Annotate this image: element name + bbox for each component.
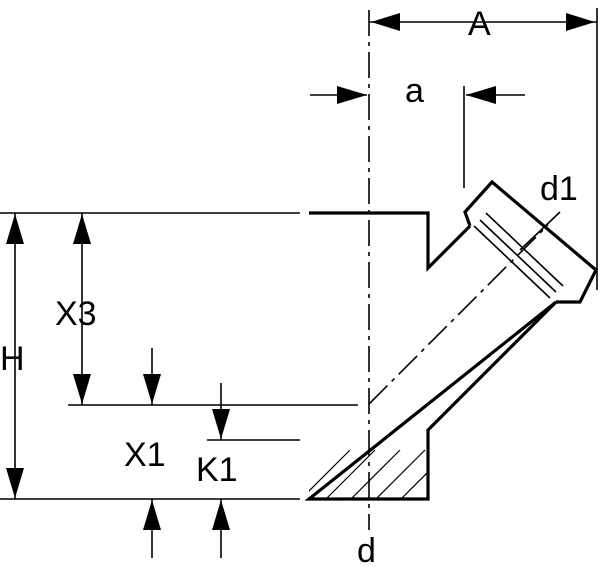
label-d: d [357,532,376,570]
dimension-A [369,13,597,31]
dimension-X1 [143,348,161,558]
dimension-K1 [212,383,230,558]
section-hatch [309,449,428,499]
dimension-X3 [73,213,91,405]
label-K1: K1 [196,451,238,489]
label-X3: X3 [55,295,97,333]
label-A: A [468,5,491,43]
label-H: H [0,340,25,378]
dimension-H [6,213,24,499]
dimension-a [310,86,525,104]
label-a: a [405,72,424,110]
d1-leader [519,211,561,251]
label-d1: d1 [540,170,578,208]
label-X1: X1 [124,436,166,474]
branch-centerline [368,224,549,405]
extension-lines [0,212,358,500]
